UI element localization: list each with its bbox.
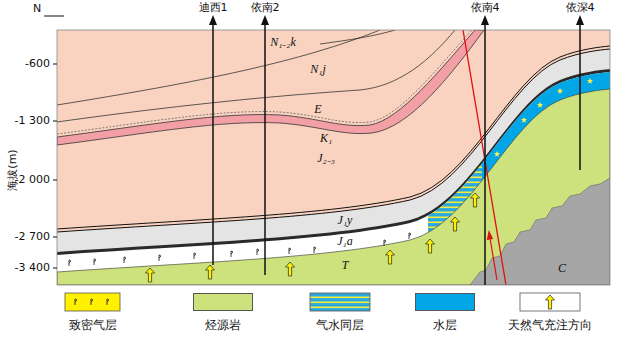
wells bbox=[213, 20, 580, 285]
formation-label: E bbox=[313, 103, 322, 115]
well-name: 依南4 bbox=[470, 2, 501, 14]
tick-label: -600 bbox=[24, 58, 51, 70]
formation-label: J₁a bbox=[336, 235, 354, 247]
formation-label: J₁y bbox=[337, 214, 354, 226]
formation-label: K₁ bbox=[319, 132, 333, 144]
e-band bbox=[57, 30, 484, 145]
well-name: 迪西1 bbox=[198, 2, 229, 14]
well-name: 依南2 bbox=[250, 2, 281, 14]
legend-text: 水层 bbox=[433, 318, 457, 332]
tick-label: -2 700 bbox=[14, 231, 51, 243]
north-line bbox=[44, 16, 64, 17]
formation-label: J₂₋₃ bbox=[316, 152, 336, 164]
formation-label: N₁j bbox=[309, 63, 327, 75]
legend-text: 致密气层 bbox=[69, 318, 117, 332]
legend-samples bbox=[65, 293, 580, 311]
tick-label: -2 000 bbox=[14, 174, 51, 186]
formation-label: T bbox=[341, 259, 350, 271]
north-label: N bbox=[32, 3, 42, 15]
background-strata bbox=[57, 30, 610, 285]
legend-swatch bbox=[415, 293, 475, 311]
legend-text: 气水同层 bbox=[316, 318, 364, 332]
tick-label: -3 400 bbox=[14, 262, 51, 274]
formation-label: C bbox=[557, 262, 567, 274]
well-name: 依深4 bbox=[565, 2, 596, 14]
legend-text: 天然气充注方向 bbox=[508, 318, 592, 332]
legend-text: 烃源岩 bbox=[205, 318, 241, 332]
legend-swatch bbox=[193, 293, 253, 311]
tick-label: -1 300 bbox=[14, 115, 51, 127]
formation-label: N₁₋₂k bbox=[269, 36, 297, 48]
